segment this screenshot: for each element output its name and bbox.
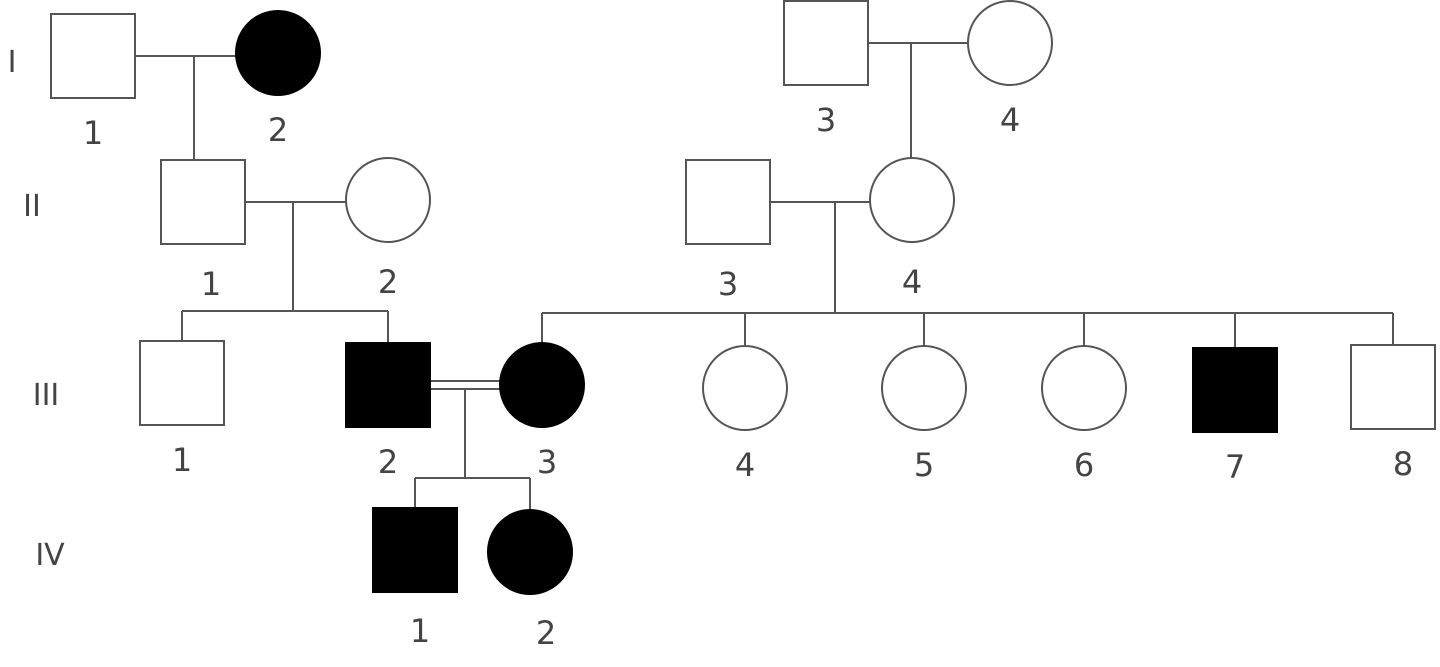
generation-label-iv: IV (35, 538, 65, 573)
unaffected-female-ii-4 (869, 157, 955, 243)
affected-female-iv-2 (487, 509, 573, 595)
individual-number-iii-6: 6 (1074, 446, 1094, 484)
individual-number-ii-4: 4 (902, 263, 922, 301)
individual-number-i-4: 4 (1000, 101, 1020, 139)
affected-male-iv-1 (372, 507, 458, 593)
individual-number-iii-3: 3 (537, 443, 557, 481)
unaffected-male-iii-1 (139, 340, 225, 426)
unaffected-male-i-1 (50, 13, 136, 99)
affected-female-iii-3 (499, 342, 585, 428)
individual-number-iii-5: 5 (914, 446, 934, 484)
unaffected-female-i-4 (967, 0, 1053, 86)
individual-number-iv-2: 2 (536, 614, 556, 652)
individual-number-i-2: 2 (268, 111, 288, 149)
generation-label-ii: II (23, 189, 41, 224)
affected-male-iii-7 (1192, 347, 1278, 433)
individual-number-iv-1: 1 (410, 612, 430, 650)
individual-number-ii-1: 1 (201, 265, 221, 303)
unaffected-female-iii-5 (881, 345, 967, 431)
individual-number-i-3: 3 (816, 101, 836, 139)
unaffected-male-i-3 (783, 0, 869, 86)
individual-number-iii-8: 8 (1393, 445, 1413, 483)
individual-number-iii-4: 4 (735, 446, 755, 484)
individual-number-ii-2: 2 (378, 263, 398, 301)
unaffected-male-ii-3 (685, 159, 771, 245)
pedigree-symbols (50, 0, 1436, 595)
individual-number-iii-7: 7 (1225, 448, 1245, 486)
unaffected-female-ii-2 (345, 157, 431, 243)
individual-number-iii-2: 2 (378, 443, 398, 481)
individual-number-iii-1: 1 (172, 441, 192, 479)
unaffected-male-ii-1 (160, 159, 246, 245)
affected-female-i-2 (235, 10, 321, 96)
individual-number-ii-3: 3 (718, 265, 738, 303)
pedigree-lines (135, 42, 1394, 510)
affected-male-iii-2 (345, 342, 431, 428)
individual-number-i-1: 1 (83, 114, 103, 152)
unaffected-male-iii-8 (1350, 344, 1436, 430)
unaffected-female-iii-6 (1041, 345, 1127, 431)
unaffected-female-iii-4 (702, 345, 788, 431)
generation-label-i: I (8, 45, 17, 80)
generation-label-iii: III (33, 378, 60, 413)
